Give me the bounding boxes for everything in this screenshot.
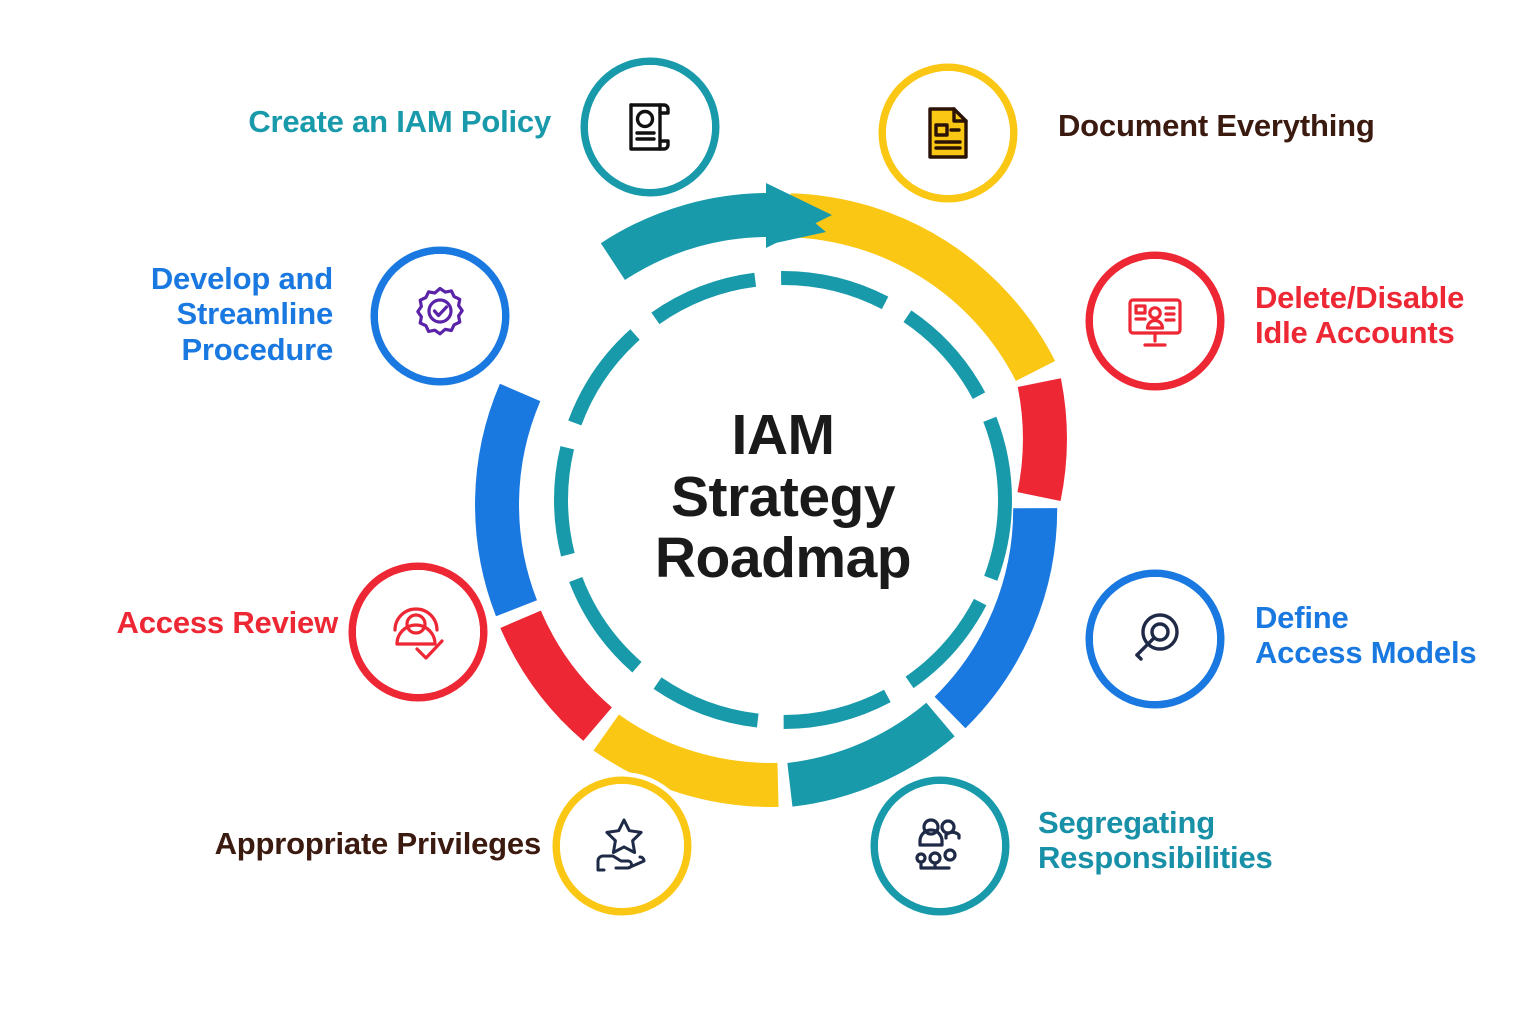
node-appropriate-privileges[interactable]: [560, 784, 684, 908]
arc-segment-teal-bottom: [786, 702, 955, 807]
arc-segment-yellow-bottom: [593, 714, 779, 807]
node-ring-segregating-responsibilities[interactable]: [870, 776, 1010, 916]
node-delete-disable-idle-accounts[interactable]: [1093, 259, 1217, 383]
node-ring-define-access-models[interactable]: [1085, 569, 1225, 709]
label-develop-and-streamline-procedure: Develop and Streamline Procedure: [150, 261, 333, 367]
node-ring-access-review[interactable]: [348, 562, 488, 702]
gear-check-icon: [378, 254, 502, 378]
arc-arrowhead-icon: [766, 183, 832, 248]
arc-segment-teal-top: [600, 192, 779, 281]
arc-segment-red-right: [1017, 378, 1067, 502]
label-delete-disable-idle-accounts: Delete/Disable Idle Accounts: [1255, 280, 1465, 351]
center-title: IAM Strategy Roadmap: [654, 403, 912, 591]
label-define-access-models: Define Access Models: [1255, 600, 1477, 671]
label-segregating-responsibilities: Segregating Responsibilities: [1038, 805, 1273, 876]
label-access-review: Access Review: [116, 605, 339, 640]
hand-star-icon: [560, 784, 684, 908]
node-segregating-responsibilities[interactable]: [878, 784, 1002, 908]
node-create-an-iam-policy[interactable]: [588, 65, 712, 189]
document-page-icon: [886, 71, 1010, 195]
user-check-icon: [356, 570, 480, 694]
arc-segment-yellow-top: [789, 193, 1056, 382]
arc-segment-red-left: [500, 610, 613, 741]
inner-dashed-ring: [554, 271, 1012, 729]
node-document-everything[interactable]: [886, 71, 1010, 195]
node-ring-delete-disable-idle-accounts[interactable]: [1085, 251, 1225, 391]
node-ring-develop-and-streamline-procedure[interactable]: [370, 246, 510, 386]
label-document-everything: Document Everything: [1058, 108, 1375, 143]
node-access-review[interactable]: [356, 570, 480, 694]
arc-segment-blue-left: [475, 383, 541, 617]
arc-segment-blue-right: [934, 507, 1058, 729]
monitor-user-card-icon: [1093, 259, 1217, 383]
key-access-icon: [1093, 577, 1217, 701]
node-develop-and-streamline-procedure[interactable]: [378, 254, 502, 378]
label-appropriate-privileges: Appropriate Privileges: [214, 826, 542, 861]
node-ring-document-everything[interactable]: [878, 63, 1018, 203]
people-org-chart-icon: [878, 784, 1002, 908]
node-ring-create-an-iam-policy[interactable]: [580, 57, 720, 197]
label-create-an-iam-policy: Create an IAM Policy: [248, 104, 551, 139]
node-ring-appropriate-privileges[interactable]: [552, 776, 692, 916]
scroll-policy-icon: [588, 65, 712, 189]
node-define-access-models[interactable]: [1093, 577, 1217, 701]
